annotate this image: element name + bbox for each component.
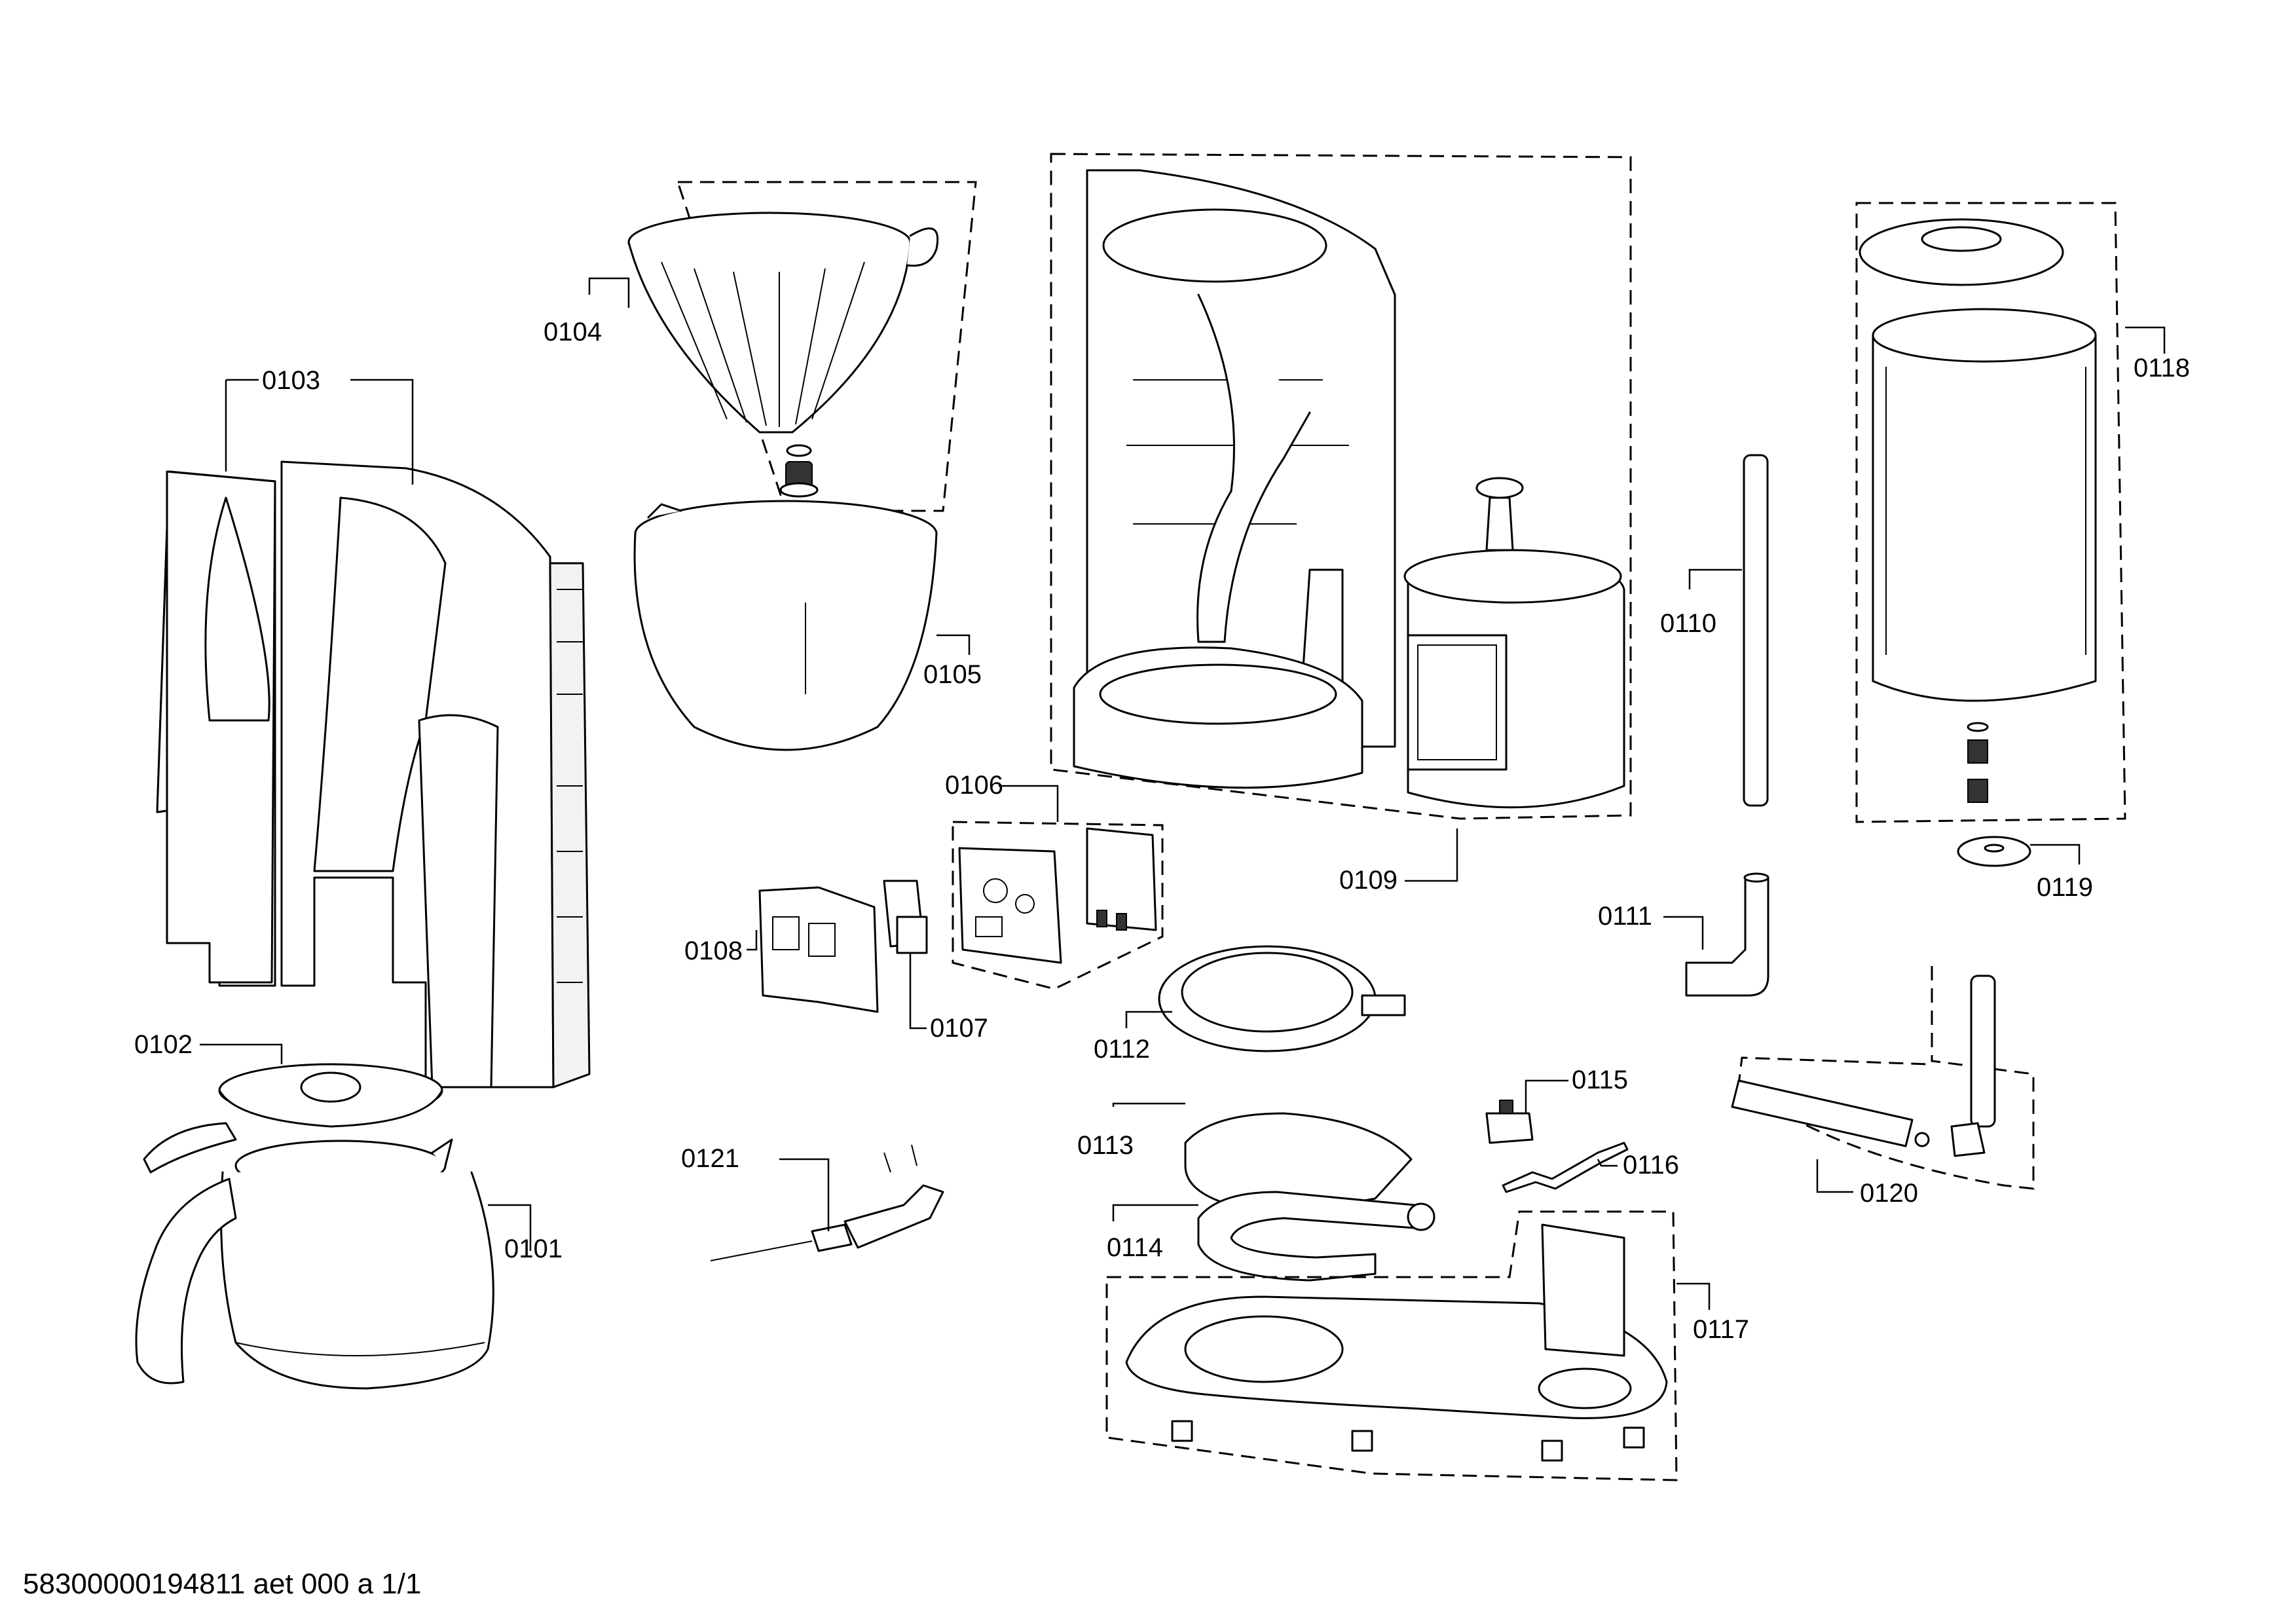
label-0106: 0106	[945, 771, 1003, 800]
group-box-0109	[1050, 153, 1632, 820]
document-id-footer: 58300000194811 aet 000 a 1/1	[23, 1568, 421, 1600]
leader-0102	[200, 1043, 283, 1064]
group-box-0118	[1855, 202, 2126, 823]
part-0110-tube	[1743, 454, 1769, 807]
part-0119-seal	[1957, 836, 2031, 867]
leader-0115	[1525, 1079, 1568, 1113]
label-0109: 0109	[1339, 866, 1398, 895]
leader-0114	[1112, 1204, 1198, 1221]
label-0120: 0120	[1860, 1179, 1918, 1208]
part-0104-filter-holder	[627, 212, 939, 498]
leader-0118	[2125, 326, 2166, 354]
leader-0109	[1405, 828, 1458, 882]
part-0109-main-body	[1073, 169, 1625, 809]
part-0108-bracket	[758, 886, 879, 1013]
label-0103: 0103	[262, 366, 320, 395]
label-0110: 0110	[1660, 609, 1716, 638]
label-0114: 0114	[1107, 1233, 1163, 1262]
leader-0120	[1816, 1159, 1853, 1193]
group-box-0106	[952, 821, 1164, 990]
leader-0104	[588, 277, 630, 308]
leader-0117	[1676, 1282, 1711, 1310]
label-0101: 0101	[504, 1235, 563, 1263]
part-0112-ring	[1158, 945, 1406, 1052]
leader-0116	[1597, 1159, 1618, 1167]
label-0118: 0118	[2134, 354, 2190, 382]
part-0107-relay	[883, 880, 928, 954]
leader-0112	[1125, 1011, 1172, 1028]
part-0116-clip	[1502, 1142, 1629, 1193]
part-0111-elbow	[1685, 872, 1769, 997]
label-0102: 0102	[134, 1030, 193, 1059]
part-0113-plate	[1184, 1112, 1413, 1208]
part-0120-tubes	[1731, 975, 1996, 1157]
part-0117-base	[1125, 1223, 1668, 1462]
part-0102-lid	[143, 1063, 443, 1174]
part-0118-water-tank	[1859, 218, 2097, 803]
leader-0103	[225, 379, 414, 485]
group-box-0117	[1105, 1210, 1678, 1481]
leader-0101	[488, 1204, 532, 1251]
label-0104: 0104	[544, 318, 602, 346]
leader-0108	[747, 930, 758, 951]
part-0103-housing	[156, 460, 591, 1088]
leader-0121	[779, 1158, 830, 1231]
leader-0106	[999, 785, 1059, 822]
leader-lines	[200, 277, 2166, 1310]
label-0117: 0117	[1693, 1315, 1749, 1344]
leader-0105	[936, 634, 971, 655]
label-0116: 0116	[1623, 1151, 1679, 1180]
label-0108: 0108	[684, 937, 743, 965]
part-0106-circuit-board	[958, 827, 1157, 964]
part-0115-thermostat	[1485, 1100, 1534, 1144]
label-0121: 0121	[681, 1144, 739, 1173]
label-0111: 0111	[1598, 902, 1652, 931]
part-0101-carafe	[135, 1138, 494, 1390]
part-0114-heater	[1197, 1191, 1435, 1282]
label-0113: 0113	[1077, 1131, 1134, 1160]
leader-0113	[1112, 1102, 1185, 1107]
leader-0107	[909, 953, 927, 1030]
label-0119: 0119	[2037, 873, 2093, 902]
part-0121-power-plug	[710, 1144, 944, 1261]
label-0105: 0105	[923, 660, 982, 689]
label-0115: 0115	[1572, 1066, 1628, 1094]
leader-0111	[1663, 916, 1704, 950]
leader-0110	[1688, 568, 1742, 589]
part-labels: 0101 0102 0103 0104 0105 0106 0107 0108 …	[134, 318, 2190, 1344]
label-0112: 0112	[1094, 1035, 1150, 1064]
part-0105-filter-basket	[633, 500, 938, 751]
label-0107: 0107	[930, 1014, 988, 1043]
leader-0119	[2030, 844, 2081, 864]
